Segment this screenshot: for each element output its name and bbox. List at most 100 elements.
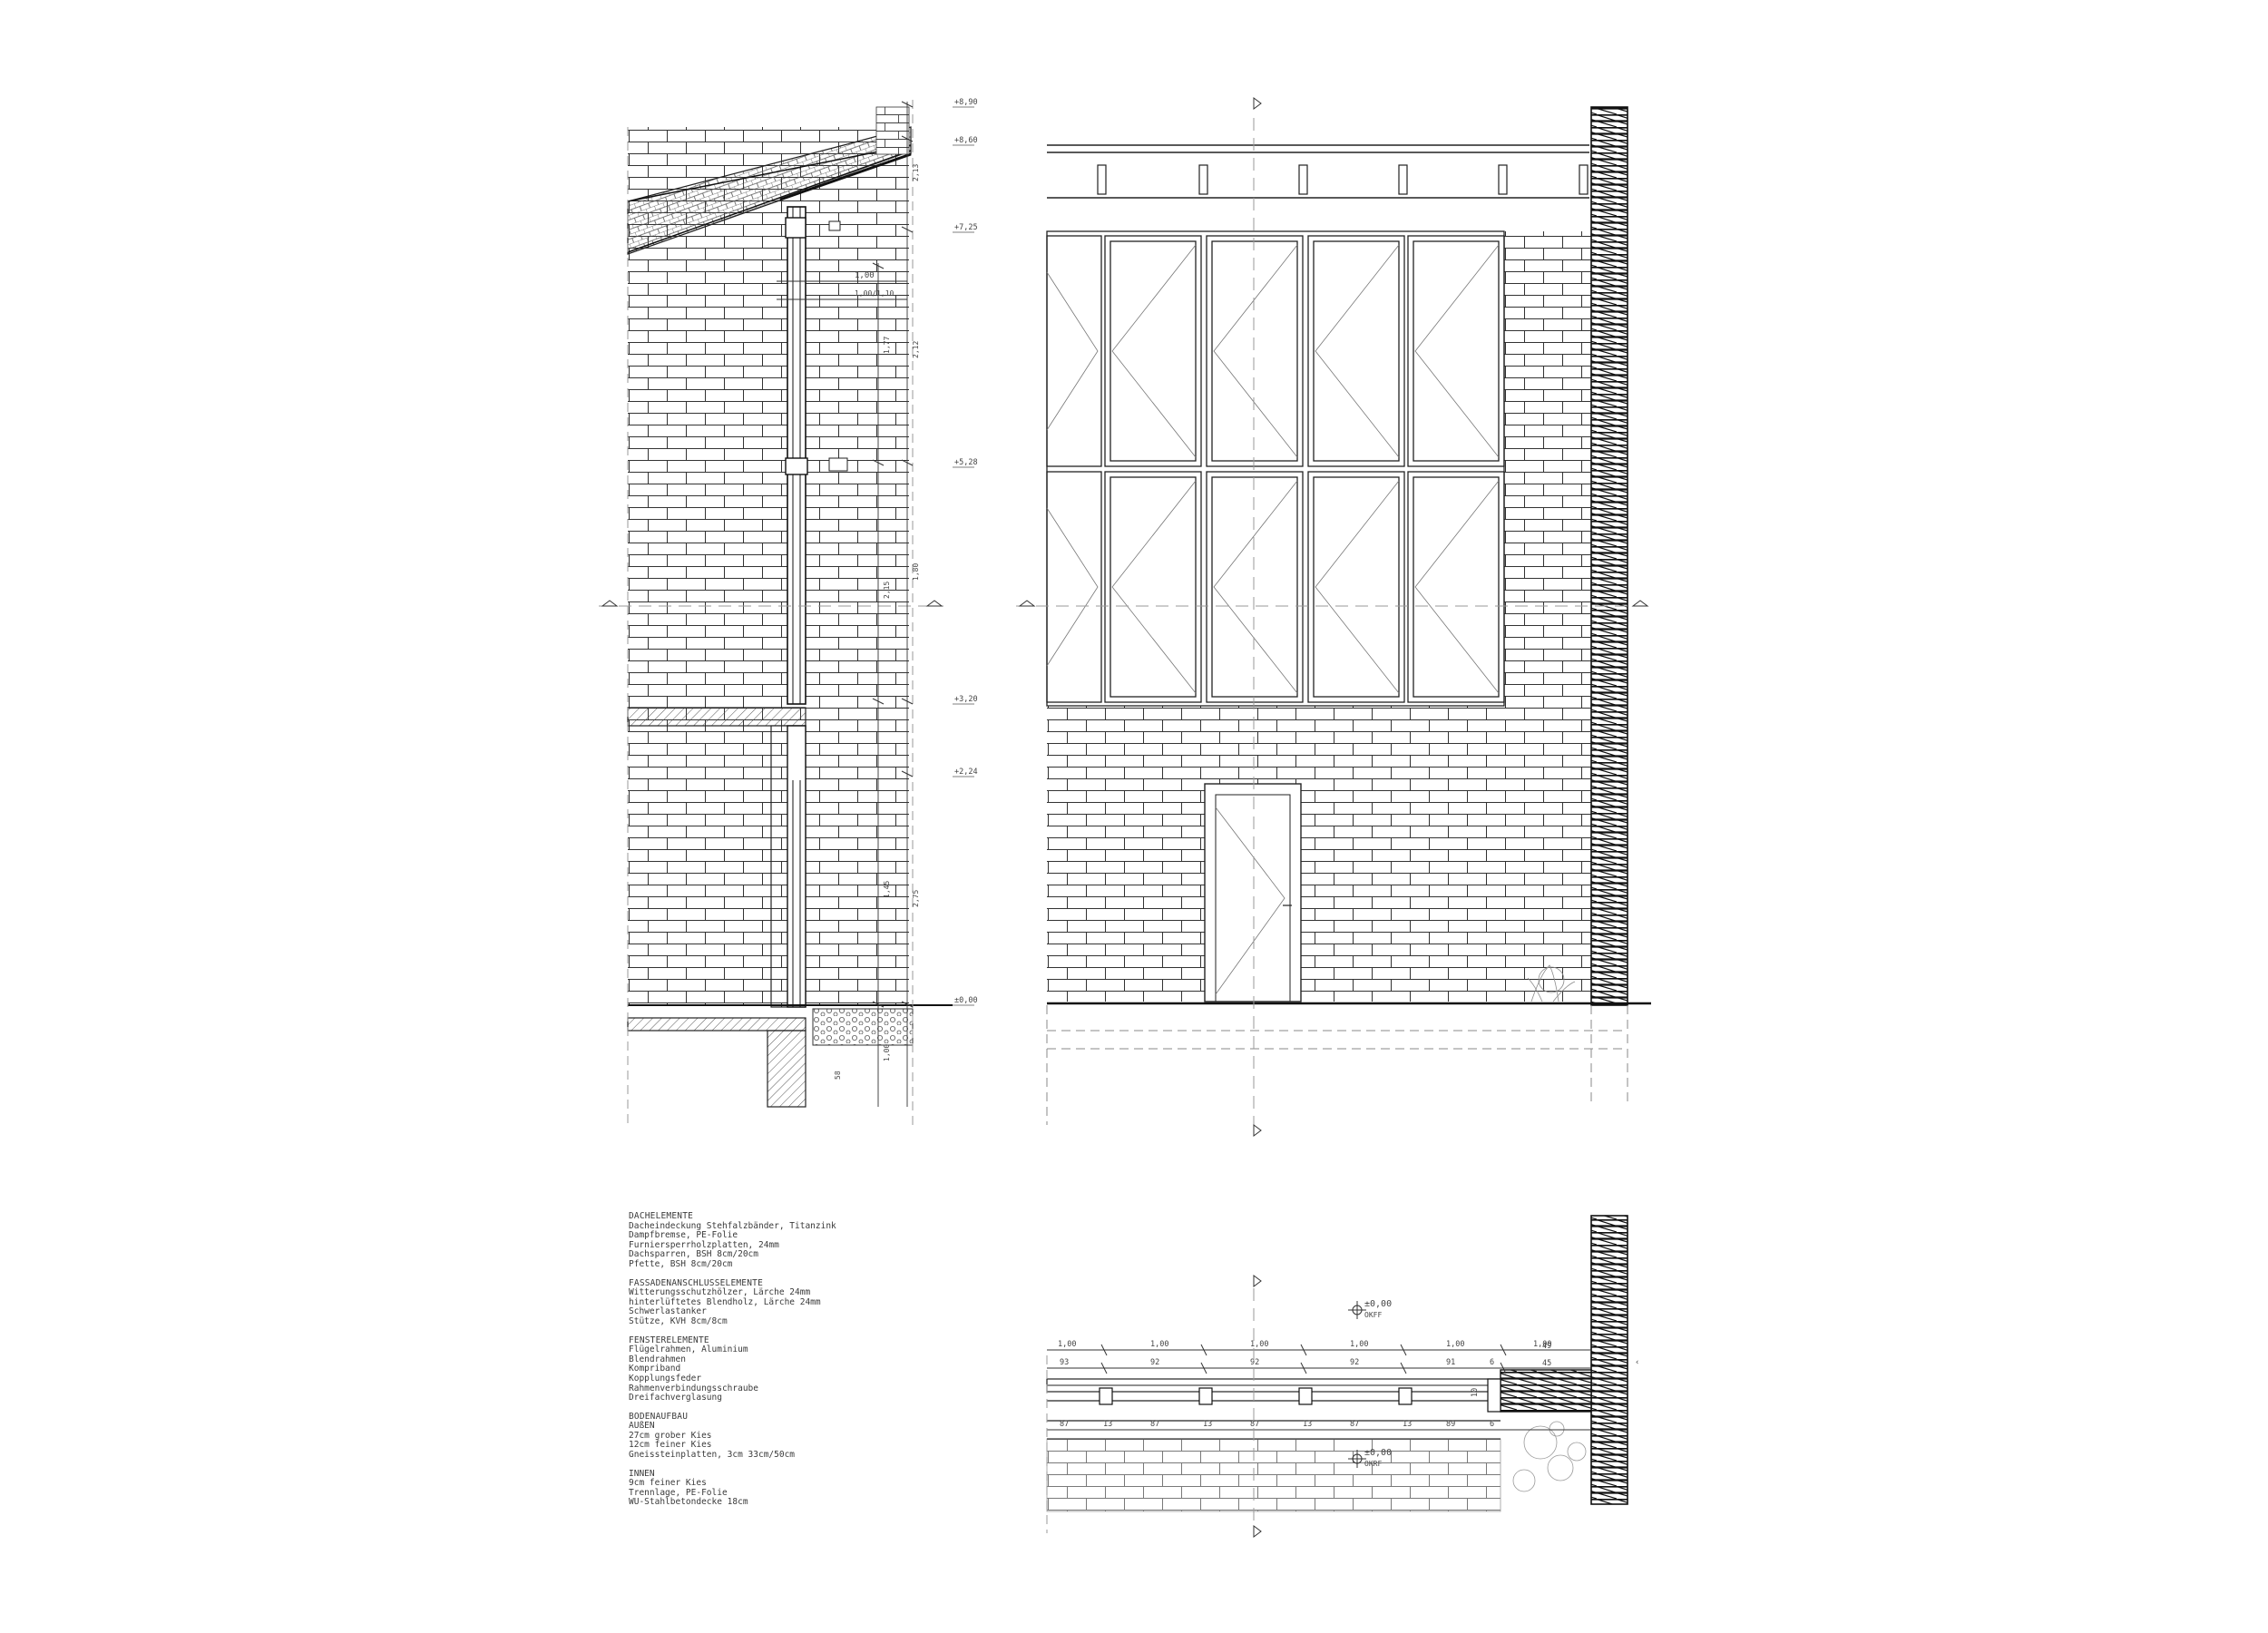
section-brick-wall xyxy=(628,127,909,1005)
plan-bottom-dim-9: 89 xyxy=(1446,1420,1455,1429)
level-label-top1: +8,90 xyxy=(954,98,978,107)
legend-item: Kompriband xyxy=(629,1364,681,1374)
plan-detail: 1,00 1,00 1,00 1,00 1,00 1,00 93 92 92 9… xyxy=(1046,1215,1639,1538)
legend-item: Schwerlastanker xyxy=(629,1306,707,1317)
legend-item: 27cm grober Kies xyxy=(629,1430,712,1441)
legend-item: 9cm feiner Kies xyxy=(629,1478,707,1489)
legend-item: Trennlage, PE-Folie xyxy=(629,1487,728,1498)
plan-bottom-dim-4: 13 xyxy=(1203,1420,1212,1429)
plan-bottom-dim-3: 87 xyxy=(1150,1420,1159,1429)
section-dim-v4: 2,75 xyxy=(912,890,920,907)
plan-bottom-dim-1: 87 xyxy=(1060,1420,1069,1429)
section-dim-v2: 2,12 xyxy=(912,341,920,358)
material-legend: DACHELEMENTE Dacheindeckung Stehfalzbänd… xyxy=(629,1211,919,1517)
plan-top-dim-2: 1,00 xyxy=(1150,1340,1168,1349)
plan-top-dim-6: 1,00 xyxy=(1533,1340,1551,1349)
plan-top-dim-5: 1,00 xyxy=(1446,1340,1464,1349)
legend-heading-windows: FENSTERELEMENTE xyxy=(629,1335,709,1345)
section-dim-v6: 2,15 xyxy=(883,582,891,599)
legend-item: AUßEN xyxy=(629,1421,655,1432)
plan-mid-dim-1: 93 xyxy=(1060,1358,1069,1367)
plan-chimney xyxy=(1590,1215,1628,1505)
plan-bottom-dim-8: 13 xyxy=(1403,1420,1412,1429)
legend-group-facade: FASSADENANSCHLUSSELEMENTE Witterungsschu… xyxy=(629,1277,919,1327)
level-label-sill: +3,20 xyxy=(954,695,978,704)
plan-okrf-label: OKRF xyxy=(1364,1460,1382,1468)
plan-top-dim-3: 1,00 xyxy=(1250,1340,1268,1349)
elevation-chimney xyxy=(1590,106,1628,1006)
plan-side-dim-3: 10 xyxy=(1471,1388,1480,1397)
level-label-top2: +8,60 xyxy=(954,136,978,145)
legend-item: Dacheindeckung Stehfalzbänder, Titanzink xyxy=(629,1220,836,1231)
plan-top-dim-4: 1,00 xyxy=(1350,1340,1368,1349)
legend-item: Gneissteinplatten, 3cm 33cm/50cm xyxy=(629,1450,796,1461)
level-label-lintel: +2,24 xyxy=(954,768,978,777)
plan-side-dim-1: 49 xyxy=(1542,1342,1551,1351)
plan-level-okff xyxy=(1348,1301,1366,1319)
legend-item: INNEN xyxy=(629,1468,655,1479)
legend-group-floor-inside: INNEN 9cm feiner Kies Trennlage, PE-Foli… xyxy=(629,1468,919,1508)
plan-mid-dim-4: 92 xyxy=(1350,1358,1359,1367)
section-dim-v8: 1,00 xyxy=(883,1044,891,1061)
shrub xyxy=(1527,964,1576,1002)
section-window-frame xyxy=(787,206,807,705)
plan-bottom-dim-10: 6 xyxy=(1490,1420,1494,1429)
plan-bottom-dim-5: 87 xyxy=(1250,1420,1259,1429)
legend-item: WU-Stahlbetondecke 18cm xyxy=(629,1497,748,1508)
elevation-brick-pier xyxy=(1504,231,1591,708)
plan-bottom-dim-2: 13 xyxy=(1103,1420,1112,1429)
section-gravel xyxy=(812,1008,914,1046)
plan-mid-dim-6: 6 xyxy=(1490,1358,1494,1367)
plan-bottom-dim-7: 87 xyxy=(1350,1420,1359,1429)
legend-heading-roof: DACHELEMENTE xyxy=(629,1211,694,1221)
plan-okff-label: OKFF xyxy=(1364,1311,1382,1319)
plan-level-okrf xyxy=(1348,1450,1366,1468)
section-dim-v9: 58 xyxy=(834,1071,842,1080)
section-dim-width: 1,00 xyxy=(855,271,875,280)
plan-bottom-dim-6: 13 xyxy=(1303,1420,1312,1429)
section-dim-v7: 1,45 xyxy=(883,881,891,898)
plan-side-mark: ‹ xyxy=(1635,1358,1639,1367)
plan-mid-dim-2: 92 xyxy=(1150,1358,1159,1367)
legend-item: Witterungsschutzhölzer, Lärche 24mm xyxy=(629,1287,811,1298)
legend-group-floor-outside: BODENAUFBAU AUßEN 27cm grober Kies 12cm … xyxy=(629,1411,919,1461)
plan-okff-value: ±0,00 xyxy=(1364,1299,1392,1309)
legend-item: hinterlüftetes Blendholz, Lärche 24mm xyxy=(629,1296,821,1307)
legend-item: Kopplungsfeder xyxy=(629,1373,702,1384)
section-dim-v1: 2,13 xyxy=(912,164,920,181)
plan-mid-dim-5: 91 xyxy=(1446,1358,1455,1367)
legend-item: Stütze, KVH 8cm/8cm xyxy=(629,1315,728,1326)
elevation-door xyxy=(1204,783,1302,1002)
section-dim-v3: 1,80 xyxy=(912,563,920,581)
legend-item: Dachsparren, BSH 8cm/20cm xyxy=(629,1249,758,1260)
plan-okrf-value: ±0,00 xyxy=(1364,1448,1392,1458)
legend-item: Flügelrahmen, Aluminium xyxy=(629,1345,748,1355)
legend-item: Furniersperrholzplatten, 24mm xyxy=(629,1239,779,1250)
legend-item: Blendrahmen xyxy=(629,1354,686,1364)
plan-side-dim-2: 45 xyxy=(1542,1359,1551,1368)
section-foundation xyxy=(767,1030,807,1108)
legend-heading-floor: BODENAUFBAU xyxy=(629,1411,689,1422)
facade-section: 1,00 1,00/1,10 2,13 2,12 1,80 2,75 1,77 … xyxy=(599,98,978,1125)
legend-group-windows: FENSTERELEMENTE Flügelrahmen, Aluminium … xyxy=(629,1335,919,1403)
section-dim-v5: 1,77 xyxy=(883,337,891,354)
legend-item: Dampfbremse, PE-Folie xyxy=(629,1230,738,1241)
section-floor-slab xyxy=(627,1017,807,1032)
facade-elevation xyxy=(1016,97,1651,1137)
section-dim-width-2: 1,00/1,10 xyxy=(855,289,894,298)
elevation-window-grid xyxy=(1046,230,1505,707)
level-label-eaves: +7,25 xyxy=(954,223,978,232)
legend-heading-facade: FASSADENANSCHLUSSELEMENTE xyxy=(629,1277,763,1288)
level-label-ground: ±0,00 xyxy=(954,996,978,1005)
section-lower-wall xyxy=(627,707,807,727)
plan-mid-dim-3: 92 xyxy=(1250,1358,1259,1367)
elevation-brick-wall xyxy=(1047,706,1591,1002)
plan-top-dim-1: 1,00 xyxy=(1058,1340,1076,1349)
level-label-mid: +5,28 xyxy=(954,458,978,467)
plan-paving xyxy=(1046,1438,1501,1512)
legend-item: Pfette, BSH 8cm/20cm xyxy=(629,1258,733,1269)
legend-item: 12cm feiner Kies xyxy=(629,1440,712,1451)
legend-item: Dreifachverglasung xyxy=(629,1393,722,1403)
legend-group-roof: DACHELEMENTE Dacheindeckung Stehfalzbänd… xyxy=(629,1211,919,1270)
